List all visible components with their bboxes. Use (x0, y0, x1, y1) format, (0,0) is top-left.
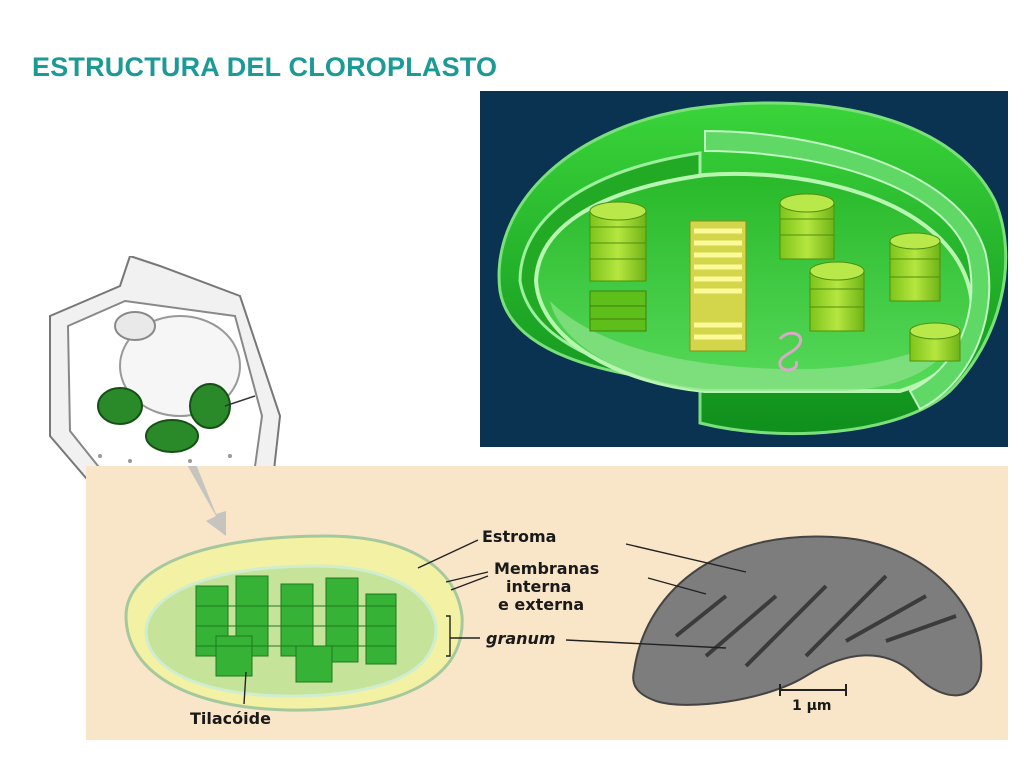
plant-cell-illustration (49, 256, 282, 507)
electron-micrograph (632, 535, 983, 706)
label-membranas-2: interna (506, 577, 571, 596)
granum-stack-3 (809, 261, 865, 332)
chloroplast-3 (145, 419, 199, 453)
granum-stack-4 (889, 232, 941, 302)
granum-stack-2 (779, 193, 835, 260)
labeled-chloroplast-panel: Estroma Membranas interna e externa gran… (86, 466, 1008, 740)
label-estroma: Estroma (482, 527, 556, 546)
stroma (550, 301, 960, 391)
micrograph-thylakoid-stripes (674, 574, 957, 668)
granum-stack-6 (589, 290, 647, 332)
granum-stack-1 (589, 201, 647, 282)
leader-lines (243, 539, 747, 705)
grana-lines (196, 605, 396, 647)
nucleus (114, 311, 156, 341)
label-tilacoide: Tilacóide (190, 709, 271, 728)
label-membranas-1: Membranas (494, 559, 599, 578)
scale-bar: 1 µm (779, 684, 847, 714)
chloroplast-2 (189, 383, 231, 429)
cut-granum-lamellae (689, 220, 747, 352)
granum-stack-5 (909, 322, 961, 362)
chloroplast-1 (97, 387, 143, 425)
pointer-line (224, 395, 256, 407)
slide-title: ESTRUCTURA DEL CLOROPLASTO (32, 52, 498, 82)
chloroplast-3d-illustration (480, 91, 1008, 447)
dna-loop (778, 331, 803, 372)
zoom-arrow (187, 466, 226, 536)
membrane-band (704, 129, 991, 411)
label-membranas-3: e externa (498, 595, 584, 614)
label-granum: granum (486, 629, 556, 648)
scale-bar-label: 1 µm (792, 698, 832, 714)
